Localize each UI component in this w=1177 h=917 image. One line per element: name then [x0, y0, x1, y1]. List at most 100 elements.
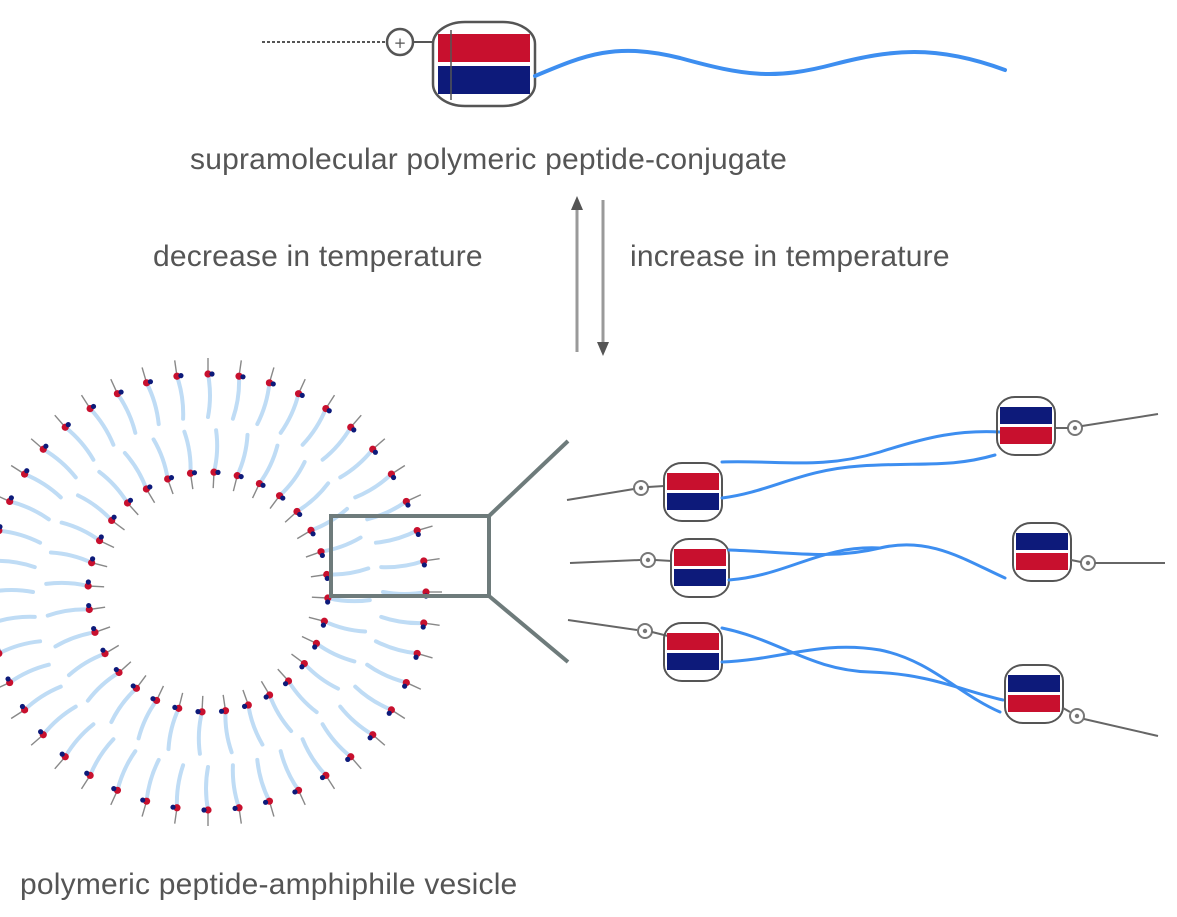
amphiphile-tail — [65, 724, 93, 756]
amphiphile-outer-22 — [0, 585, 33, 595]
amphiphile-outer-2 — [376, 641, 433, 660]
conjugate-label: supramolecular polymeric peptide-conjuga… — [190, 143, 787, 177]
amphiphile-tail — [51, 552, 92, 562]
barrel-block-top — [667, 473, 719, 490]
amphiphile-tail — [117, 751, 135, 790]
amphiphile-head-navy — [114, 667, 119, 672]
amphiphile-tail — [237, 435, 247, 476]
amphiphile-tail — [10, 665, 49, 683]
amphiphile-tail — [177, 376, 183, 419]
linker-circle-icon — [1068, 421, 1082, 435]
amphiphile-tail — [281, 751, 299, 790]
linker-dot — [643, 629, 647, 633]
amphiphile-head-navy — [91, 404, 96, 409]
amphiphile-outer-39 — [340, 439, 385, 478]
amphiphile-outer-4 — [355, 687, 405, 719]
barrel-outline — [664, 463, 722, 521]
amphiphile-head-navy — [391, 475, 396, 480]
amphiphile-inner-11 — [111, 675, 146, 722]
amphiphile-tail — [225, 711, 231, 753]
amphiphile-tail — [376, 531, 417, 543]
amphiphile-tail — [206, 767, 208, 810]
conjugate-tail-line — [655, 560, 672, 561]
amphiphile-inner-19 — [78, 495, 125, 530]
linker-dot — [1086, 561, 1090, 565]
amphiphile-head-navy — [169, 475, 174, 480]
amphiphile-inner-12 — [88, 662, 131, 701]
svg-text:+: + — [394, 34, 407, 52]
amphiphile-outer-18 — [11, 687, 61, 719]
amphiphile-outer-37 — [303, 395, 335, 445]
amphiphile-outer-40 — [355, 465, 405, 497]
amphiphile-head-navy — [345, 757, 350, 762]
zoomed-bilayer — [567, 397, 1165, 736]
amphiphile-tail — [25, 474, 61, 497]
barrel-block-bottom — [667, 493, 719, 510]
amphiphile-head-navy — [209, 371, 214, 376]
amphiphile-head-navy — [373, 450, 378, 455]
amphiphile-tail — [0, 590, 33, 592]
amphiphile-head-navy — [219, 709, 224, 714]
amphiphile-head-navy — [351, 427, 356, 432]
amphiphile-head-navy — [111, 786, 116, 791]
amphiphile-tail — [304, 664, 338, 689]
conjugate-tail-line — [570, 560, 640, 563]
amphiphile-outer-5 — [340, 707, 385, 746]
linker-dot — [1075, 714, 1079, 718]
amphiphile-tail — [168, 708, 178, 749]
amphiphile-inner-7 — [219, 695, 232, 752]
amphiphile-outer-33 — [204, 358, 214, 417]
amphiphile-head-navy — [100, 648, 105, 653]
amphiphile-tail — [48, 609, 90, 615]
amphiphile-tail — [323, 427, 351, 459]
polymer-chain — [722, 432, 1000, 463]
amphiphile-tail — [381, 617, 424, 623]
amphiphile-tail — [0, 561, 35, 567]
amphiphile-head-navy — [310, 531, 315, 536]
amphiphile-head-navy — [320, 553, 325, 558]
amphiphile-tail — [154, 439, 168, 479]
increase-temperature-label: increase in temperature — [630, 240, 950, 274]
amphiphile-tail — [340, 707, 372, 735]
amphiphile-outer-10 — [232, 765, 242, 823]
amphiphile-tail — [62, 523, 100, 541]
barrel-block-top — [1008, 675, 1060, 692]
amphiphile-head-navy — [172, 705, 177, 710]
amphiphile-inner-10 — [139, 686, 164, 738]
amphiphile-tail — [340, 449, 372, 477]
zoom-line-top — [489, 441, 568, 516]
amphiphile-tail — [323, 724, 351, 756]
amphiphile-tail — [270, 695, 292, 731]
conjugate-top: + — [262, 22, 1005, 106]
amphiphile-tail — [99, 472, 127, 503]
amphiphile-head-navy — [405, 502, 410, 507]
amphiphile-inner-31 — [311, 568, 368, 581]
amphiphile-tail — [139, 700, 157, 738]
amphiphile-tail — [46, 583, 88, 586]
amphiphile-inner-17 — [51, 552, 107, 566]
amphiphile-head-navy — [312, 644, 317, 649]
amphiphile-outer-11 — [201, 767, 211, 826]
peptide-barrel-icon — [433, 22, 535, 106]
amphiphile-head-navy — [66, 422, 71, 427]
barrel-outline — [1013, 523, 1071, 581]
amphiphile-head-navy — [99, 534, 104, 539]
amphiphile-head-navy — [264, 694, 269, 699]
amphiphile-tail — [43, 449, 75, 477]
peptide-barrel-icon — [1013, 523, 1071, 581]
amphiphile-head-navy — [421, 624, 426, 629]
amphiphile-head-navy — [320, 775, 325, 780]
zoom-callout — [331, 441, 568, 662]
amphiphile-head-navy — [148, 379, 153, 384]
amphiphile-head-navy — [299, 664, 304, 669]
amphiphile-outer-14 — [111, 751, 136, 805]
amphiphile-head-navy — [111, 515, 116, 520]
amphiphile-head-navy — [5, 676, 10, 681]
conjugate-tail-line — [568, 620, 637, 630]
peptide-barrel-icon — [664, 623, 722, 681]
amphiphile-head-navy — [43, 444, 48, 449]
amphiphile-outer-32 — [173, 360, 183, 418]
amphiphile-outer-27 — [31, 439, 76, 478]
amphiphile-head-navy — [170, 805, 175, 810]
